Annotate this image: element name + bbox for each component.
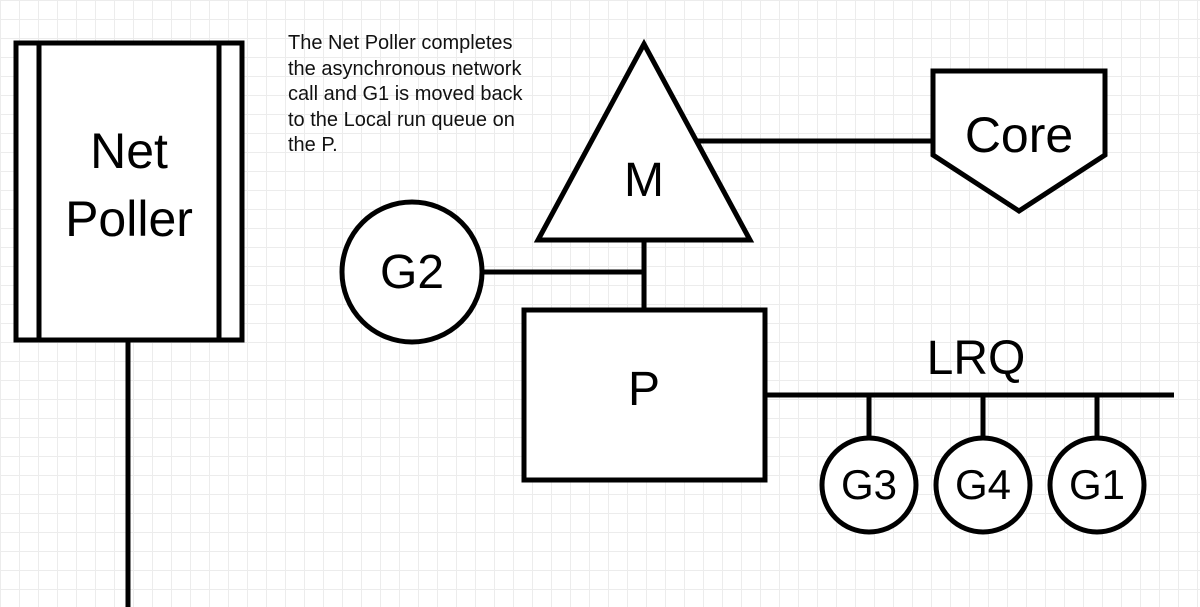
lrq-goroutine: G1 (1047, 435, 1147, 535)
net-poller-label: Net (90, 123, 168, 179)
goroutine-label: G2 (380, 246, 444, 299)
core-label: Core (965, 107, 1073, 163)
lrq-goroutine: G3 (819, 435, 919, 535)
annotation-line: call and G1 is moved back (288, 83, 523, 105)
lrq-goroutine: G4 (933, 435, 1033, 535)
running-goroutine: G2 (339, 199, 485, 345)
annotation-line: the P. (288, 134, 338, 156)
annotation-line: to the Local run queue on (288, 108, 515, 131)
net-poller-label: Poller (65, 191, 193, 247)
goroutine-label: G1 (1069, 461, 1125, 508)
lrq-label: LRQ (927, 332, 1026, 385)
net-poller-box: Net Poller (13, 40, 245, 343)
goroutine-label: G4 (955, 461, 1011, 508)
core-shape: Core (930, 68, 1108, 214)
goroutine-label: G3 (841, 461, 897, 508)
processor-label: P (628, 363, 660, 416)
processor-box: P (521, 307, 768, 483)
annotation-line: the asynchronous network (288, 57, 522, 80)
machine-label: M (624, 154, 664, 207)
machine-triangle: M (533, 38, 755, 243)
annotation-line: The Net Poller completes (288, 32, 513, 54)
annotation-note: The Net Poller completes the asynchronou… (288, 31, 558, 159)
